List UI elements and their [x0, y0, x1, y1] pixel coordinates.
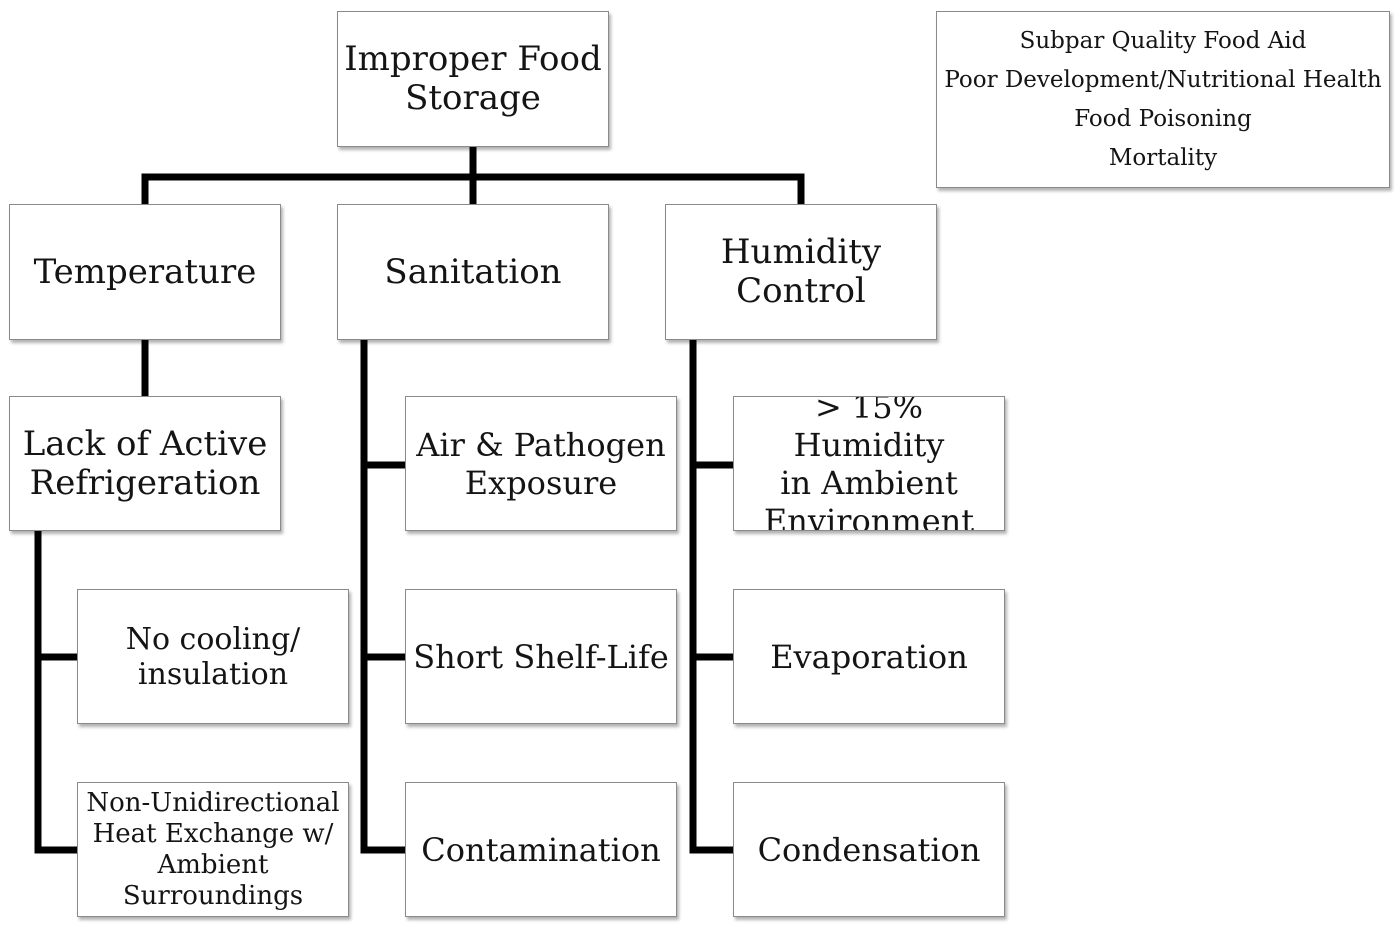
effect-label-air-pathogen-exposure: Air & Pathogen Exposure — [416, 425, 666, 502]
effect-label-short-shelf-life: Short Shelf-Life — [413, 637, 669, 676]
cause-box-lack-of-active-refrigeration: Lack of Active Refrigeration — [9, 396, 281, 531]
effect-box-no-cooling-insulation: No cooling/ insulation — [77, 589, 349, 724]
cause-label-lack-of-active-refrigeration: Lack of Active Refrigeration — [22, 423, 268, 503]
effect-label-condensation: Condensation — [757, 830, 981, 869]
effect-box-condensation: Condensation — [733, 782, 1005, 917]
root-box-improper-food-storage: Improper Food Storage — [337, 11, 609, 147]
root-label: Improper Food Storage — [344, 39, 602, 118]
consequence-item: Mortality — [1108, 145, 1218, 171]
effect-label-no-cooling-insulation: No cooling/ insulation — [125, 621, 301, 692]
effect-box-humidity-over-15-percent: > 15% Humidity in Ambient Environment — [733, 396, 1005, 531]
effect-box-air-pathogen-exposure: Air & Pathogen Exposure — [405, 396, 677, 531]
category-box-sanitation: Sanitation — [337, 204, 609, 340]
category-label-temperature: Temperature — [33, 251, 257, 292]
category-label-humidity-control: Humidity Control — [720, 232, 882, 311]
category-box-temperature: Temperature — [9, 204, 281, 340]
effect-box-non-unidirectional-heat-exchange: Non-Unidirectional Heat Exchange w/ Ambi… — [77, 782, 349, 917]
consequence-item: Food Poisoning — [1074, 106, 1252, 132]
consequence-item: Poor Development/Nutritional Health — [944, 67, 1382, 93]
effect-label-evaporation: Evaporation — [770, 637, 968, 676]
effect-label-non-unidirectional-heat-exchange: Non-Unidirectional Heat Exchange w/ Ambi… — [86, 787, 340, 911]
consequences-box: Subpar Quality Food Aid Poor Development… — [936, 11, 1390, 188]
effect-box-evaporation: Evaporation — [733, 589, 1005, 724]
effect-box-short-shelf-life: Short Shelf-Life — [405, 589, 677, 724]
category-label-sanitation: Sanitation — [384, 251, 562, 292]
effect-label-humidity-over-15-percent: > 15% Humidity in Ambient Environment — [763, 396, 975, 531]
consequence-item: Subpar Quality Food Aid — [1019, 28, 1307, 54]
effect-label-contamination: Contamination — [421, 830, 661, 869]
category-box-humidity-control: Humidity Control — [665, 204, 937, 340]
effect-box-contamination: Contamination — [405, 782, 677, 917]
